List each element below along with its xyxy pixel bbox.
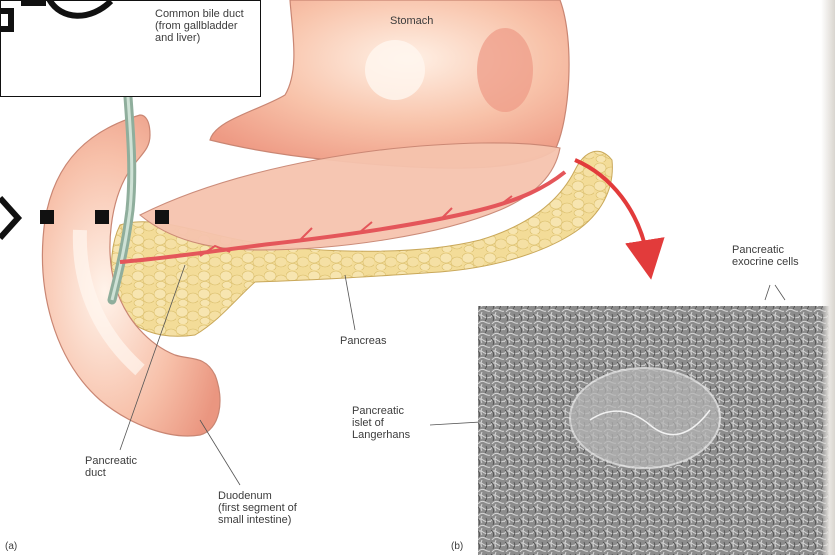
label-common-bile-duct: Common bile duct (from gallbladder and l… [155,8,244,44]
label-duodenum: Duodenum (first segment of small intesti… [218,490,297,526]
label-exocrine-cells: Pancreatic exocrine cells [732,244,799,268]
label-islet: Pancreatic islet of Langerhans [352,405,410,441]
label-pancreatic-duct: Pancreatic duct [85,455,137,479]
panel-b-caption: (b) [451,541,463,552]
page-edge [821,0,835,555]
label-stomach: Stomach [390,15,433,27]
label-pancreas: Pancreas [340,335,386,347]
panel-a-caption: (a) [5,541,17,552]
overlay-glyphs [0,188,190,248]
